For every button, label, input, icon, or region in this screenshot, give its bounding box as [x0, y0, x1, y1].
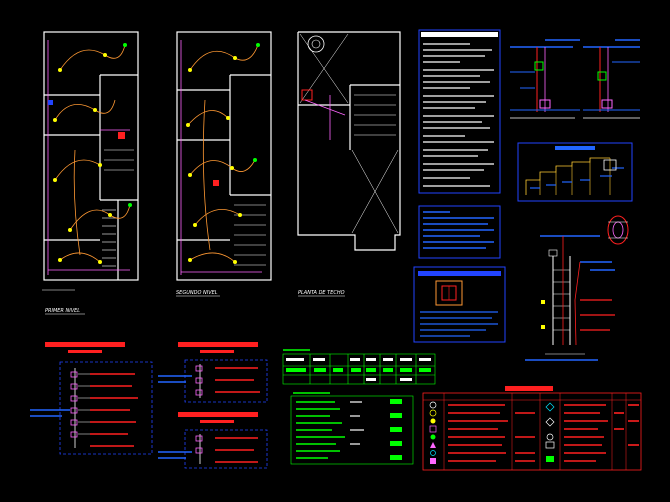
notes-block: [418, 29, 501, 194]
notes-block-secondary: [418, 205, 501, 259]
grounding-pit-detail: [413, 266, 506, 343]
plan-title-second: SEGUNDO NIVEL: [176, 290, 218, 296]
load-table: [282, 349, 436, 385]
single-line-diagram-3: [158, 412, 268, 469]
plan-title-first: PRIMER NIVEL: [45, 308, 80, 314]
plan-title-roof: PLANTA DE TECHO: [298, 290, 345, 296]
feeder-diagram: [517, 142, 633, 202]
floor-plan-second-level: SEGUNDO NIVEL: [176, 31, 272, 297]
riser-detail-left: [510, 39, 580, 119]
conductor-table: [290, 392, 414, 465]
single-line-diagram-2: [158, 342, 268, 403]
vertical-riser-detail: [525, 215, 629, 361]
legend-symbols: [429, 401, 555, 464]
floor-plan-first-level: PRIMER NIVEL: [42, 31, 139, 315]
riser-detail-right: [583, 39, 640, 119]
single-line-diagram-1: [30, 342, 153, 455]
legend-table: [422, 386, 642, 471]
floor-plan-roof: PLANTA DE TECHO: [297, 31, 401, 297]
